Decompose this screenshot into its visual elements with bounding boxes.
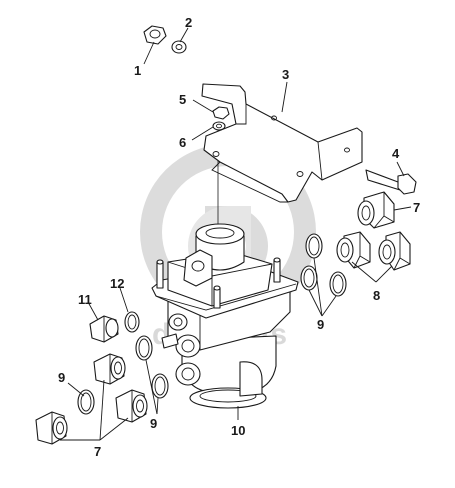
callout-12: 12 xyxy=(110,276,124,291)
callout-4: 4 xyxy=(392,146,400,161)
part-9-o-ring-left-1 xyxy=(135,335,153,361)
part-7-fitting-left-lower xyxy=(115,389,148,423)
part-9-o-ring-right-3 xyxy=(329,271,347,297)
callout-9-left: 9 xyxy=(58,370,65,385)
part-9-o-ring-left-2 xyxy=(151,373,169,399)
part-10-valve-body xyxy=(151,223,299,409)
callout-3: 3 xyxy=(282,67,289,82)
part-9-o-ring-right-2 xyxy=(300,265,318,291)
part-6-washer xyxy=(212,121,226,131)
part-7-fitting-upper-right xyxy=(357,191,395,229)
part-9-o-ring-left-3 xyxy=(77,389,95,415)
part-8-fitting-b xyxy=(378,231,411,271)
callout-8: 8 xyxy=(373,288,380,303)
callout-7-upper: 7 xyxy=(413,200,420,215)
part-3-bracket xyxy=(201,83,363,203)
callout-10: 10 xyxy=(231,423,245,438)
callout-11: 11 xyxy=(78,292,92,307)
part-12-o-ring xyxy=(124,311,140,333)
part-5-nut xyxy=(212,106,230,120)
callout-5: 5 xyxy=(179,92,186,107)
part-7-fitting-left-mid xyxy=(93,353,126,385)
callout-9-center: 9 xyxy=(150,416,157,431)
callout-2: 2 xyxy=(185,15,192,30)
leader-lines xyxy=(60,27,412,441)
part-7-fitting-left-bottom xyxy=(35,411,68,445)
part-11-fitting xyxy=(89,315,119,343)
callout-6: 6 xyxy=(179,135,186,150)
callout-9-right: 9 xyxy=(317,317,324,332)
callout-7-lower: 7 xyxy=(94,444,101,459)
part-4-bolt xyxy=(365,169,417,195)
part-1-nut xyxy=(143,25,167,45)
part-9-o-ring-right-1 xyxy=(305,233,323,259)
part-8-fitting-a xyxy=(336,231,371,269)
callout-1: 1 xyxy=(134,63,141,78)
part-2-washer xyxy=(171,40,187,54)
